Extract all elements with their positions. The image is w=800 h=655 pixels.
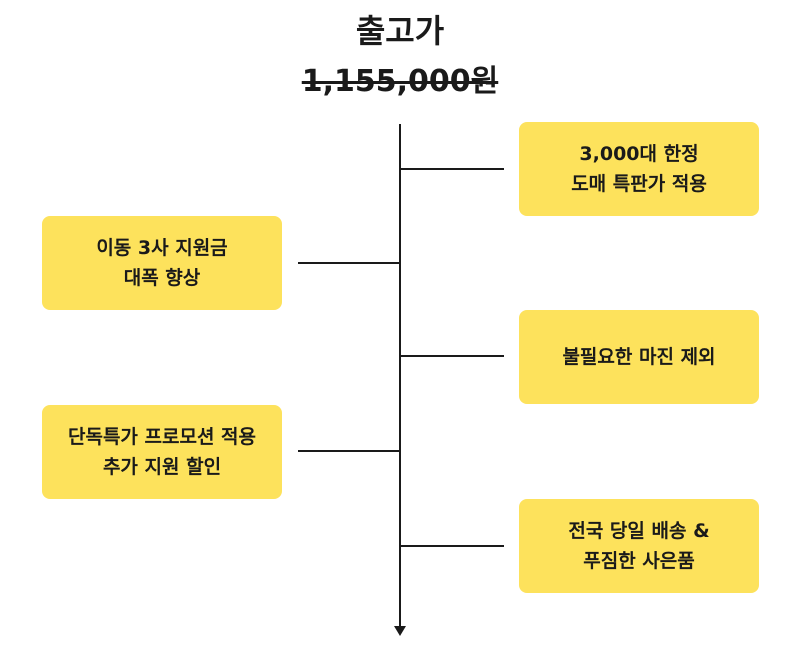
original-price: 1,155,000원 [301,64,499,99]
title: 출고가 [355,12,445,50]
benefit-line: 3,000대 한정 [579,143,699,165]
benefit-box-promotion: 단독특가 프로모션 적용 추가 지원 할인 [42,405,282,499]
connector-left-2 [298,262,400,264]
benefit-line: 전국 당일 배송 & [568,520,710,542]
connector-right-1 [400,168,504,170]
benefit-line: 추가 지원 할인 [102,456,222,478]
arrow-down-icon [394,626,406,636]
benefit-line: 단독특가 프로모션 적용 [67,426,257,448]
connector-right-5 [400,545,504,547]
timeline-axis [399,124,401,626]
benefit-line: 푸짐한 사은품 [583,550,695,572]
benefit-box-delivery: 전국 당일 배송 & 푸짐한 사은품 [519,499,759,593]
benefit-box-subsidy: 이동 3사 지원금 대폭 향상 [42,216,282,310]
connector-right-3 [400,355,504,357]
benefit-line: 대폭 향상 [123,267,201,289]
benefit-box-limited: 3,000대 한정 도매 특판가 적용 [519,122,759,216]
benefit-line: 도매 특판가 적용 [571,173,707,195]
benefit-line: 이동 3사 지원금 [96,237,228,259]
benefit-line: 불필요한 마진 제외 [562,346,716,368]
connector-left-4 [298,450,400,452]
benefit-box-margin: 불필요한 마진 제외 [519,310,759,404]
